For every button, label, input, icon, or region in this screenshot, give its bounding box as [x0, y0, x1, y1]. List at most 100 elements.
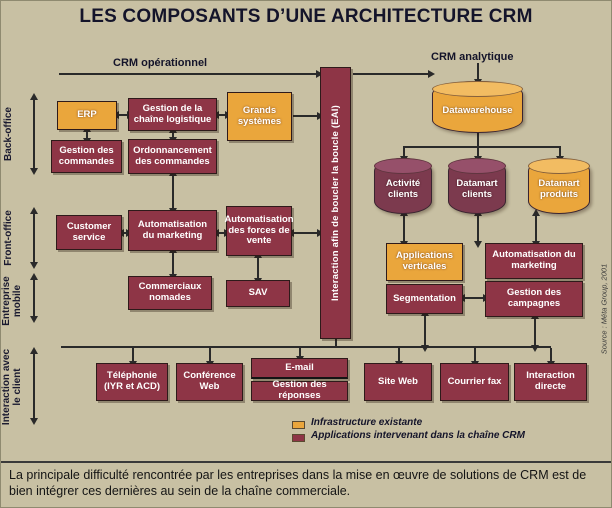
box-gestion-campagnes: Gestion des campagnes [485, 281, 583, 317]
cylinder-activite-clients: Activité clients [374, 158, 432, 214]
connector-activite-applications [400, 209, 408, 248]
activite-clients-label: Activité clients [385, 178, 421, 200]
connector-operational-to-eai [59, 70, 323, 78]
courrier-fax-label: Courrier fax [447, 375, 502, 387]
connector-bus-courrier-fax [471, 348, 479, 368]
box-sav: SAV [226, 280, 290, 307]
box-gestion-commandes-label: Gestion des commandes [58, 144, 115, 167]
connector-customer-service-marketing [117, 229, 133, 237]
box-automatisation-forces-vente: Automatisation des forces de vente [224, 206, 294, 256]
connector-erp-scm [112, 111, 134, 119]
eai-bar-label: Interaction afin de boucler la boucle (E… [330, 105, 341, 301]
box-forces-vente-label: Automatisation des forces de vente [224, 213, 294, 247]
connector-interaction-span [30, 347, 38, 425]
connector-analytical-datawarehouse [474, 63, 482, 86]
gestion-reponses-label: Gestion des réponses [272, 379, 327, 401]
section-header-analytical: CRM analytique [431, 51, 514, 63]
connector-datawarehouse-branch-bar [403, 146, 560, 148]
box-segmentation: Segmentation [386, 284, 463, 314]
box-email: E-mail [251, 358, 348, 379]
connector-eai-bus [335, 339, 337, 347]
gestion-campagnes-label: Gestion des campagnes [506, 287, 562, 309]
connector-scm-ordonnancement [169, 126, 177, 144]
box-grands-systemes: Grands systèmes [227, 92, 292, 141]
cylinder-datamart-produits: Datamart produits [528, 158, 590, 214]
conference-web-label: Conférence Web [183, 370, 236, 392]
telephonie-label: Téléphonie (IYR et ACD) [103, 370, 161, 392]
box-ordonnancement-commandes: Ordonnancement des commandes [128, 139, 217, 174]
box-sav-label: SAV [248, 287, 268, 299]
connector-datawarehouse-branch-stem [477, 133, 479, 146]
connector-branch-datamart-clients [474, 146, 482, 163]
connector-branch-activite [400, 146, 408, 163]
connector-marketing-commerciaux [169, 246, 177, 281]
box-customer-service-label: Customer service [66, 220, 112, 243]
box-commerciaux-nomades-label: Commerciaux nomades [138, 281, 202, 303]
source-credit: Source : Méta Group, 2001 [599, 263, 609, 355]
connector-grands-systemes-eai [293, 112, 324, 120]
connector-bus-telephonie [129, 348, 137, 368]
box-conference-web: Conférence Web [176, 363, 243, 401]
email-label: E-mail [285, 361, 314, 373]
box-automatisation-marketing-analytique: Automatisation du marketing [485, 243, 583, 279]
box-courrier-fax: Courrier fax [440, 363, 509, 401]
connector-forces-vente-sav [254, 251, 262, 285]
box-erp: ERP [57, 101, 117, 130]
row-label-entreprise-mobile: Entreprise mobile [1, 276, 24, 326]
connector-campagnes-bus [531, 312, 539, 352]
connector-bus-email [296, 348, 304, 363]
applications-verticales-label: Applications verticales [395, 250, 453, 272]
section-header-operational: CRM opérationnel [113, 57, 208, 69]
connector-scm-grands-systemes [212, 111, 232, 119]
interaction-directe-label: Interaction directe [526, 370, 575, 392]
connector-mobile-span [30, 273, 38, 323]
connector-datamart-produits-marketing [532, 209, 540, 248]
datamart-produits-label: Datamart produits [538, 178, 580, 200]
segmentation-label: Segmentation [393, 292, 456, 304]
connector-bus-site-web [395, 348, 403, 368]
connector-datamart-clients-down [474, 209, 482, 248]
box-erp-label: ERP [77, 109, 97, 121]
box-site-web: Site Web [364, 363, 432, 401]
box-commerciaux-nomades: Commerciaux nomades [128, 276, 212, 310]
connector-back-office-span [30, 93, 38, 175]
datamart-clients-label: Datamart clients [456, 178, 498, 200]
connector-forces-vente-eai [287, 229, 324, 237]
row-label-front-office: Front-office [3, 210, 14, 266]
box-chaine-logistique-label: Gestion de la chaîne logistique [133, 102, 212, 125]
box-automatisation-marketing: Automatisation du marketing [128, 210, 217, 251]
legend-swatch-infrastructure [292, 421, 305, 429]
box-interaction-directe: Interaction directe [514, 363, 587, 401]
row-label-back-office: Back-office [3, 107, 14, 161]
connector-bus-interaction-directe [547, 348, 555, 368]
datawarehouse-label: Datawarehouse [442, 104, 513, 116]
connector-branch-datamart-produits [556, 146, 564, 163]
box-customer-service: Customer service [56, 215, 122, 250]
cylinder-datawarehouse: Datawarehouse [432, 81, 523, 133]
page-title: LES COMPOSANTS D’UNE ARCHITECTURE CRM [79, 6, 533, 27]
box-grands-systemes-label: Grands systèmes [237, 104, 282, 127]
box-ordonnancement-label: Ordonnancement des commandes [133, 144, 212, 167]
legend-label-applications: Applications intervenant dans la chaîne … [311, 430, 525, 441]
caption-divider [1, 461, 611, 463]
connector-ordonnancement-marketing [169, 169, 177, 215]
legend-label-infrastructure: Infrastructure existante [311, 417, 423, 428]
connector-channel-bus [61, 346, 551, 348]
box-applications-verticales: Applications verticales [386, 243, 463, 281]
box-automatisation-marketing-label: Automatisation du marketing [137, 218, 208, 241]
cylinder-datamart-clients: Datamart clients [448, 158, 506, 214]
connector-eai-to-analytical [353, 70, 435, 78]
connector-segmentation-campagnes [458, 294, 490, 302]
automatisation-marketing-analytique-label: Automatisation du marketing [492, 249, 576, 271]
box-gestion-commandes: Gestion des commandes [51, 140, 122, 173]
legend-swatch-applications [292, 434, 305, 442]
row-label-interaction-client: Interaction avec le client [1, 348, 24, 426]
connector-front-office-span [30, 207, 38, 269]
site-web-label: Site Web [378, 375, 418, 387]
connector-bus-conference [206, 348, 214, 368]
box-telephonie: Téléphonie (IYR et ACD) [96, 363, 168, 401]
box-gestion-reponses: Gestion des réponses [251, 379, 348, 401]
connector-segmentation-bus [421, 309, 429, 352]
box-chaine-logistique: Gestion de la chaîne logistique [128, 98, 217, 131]
